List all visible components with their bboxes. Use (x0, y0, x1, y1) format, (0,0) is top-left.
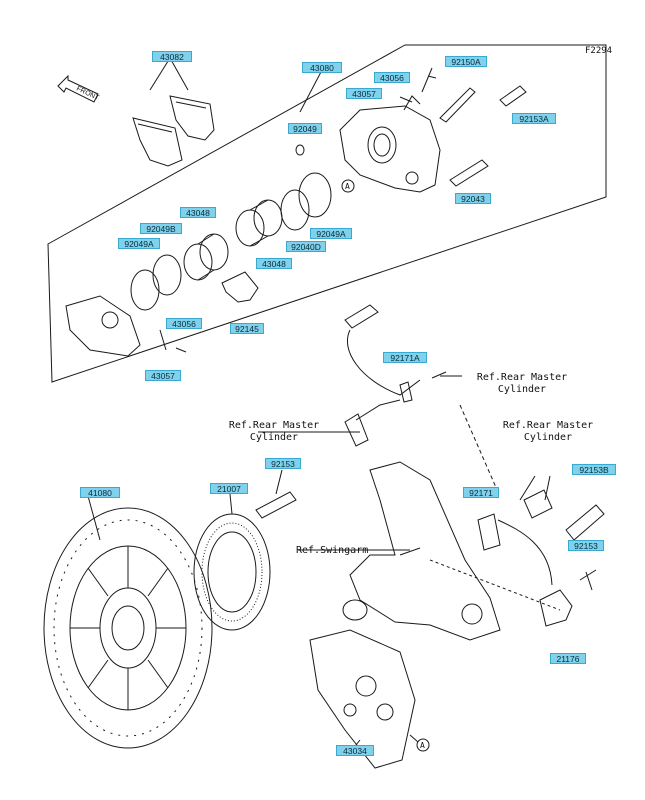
bolt-92153-disc (255, 491, 297, 519)
part-tag-43082[interactable]: 43082 (152, 51, 192, 62)
part-tag-92040d[interactable]: 92040D (286, 241, 326, 252)
part-tag-92043[interactable]: 92043 (455, 193, 491, 204)
brake-pad-front (169, 95, 215, 141)
bracket-92171a (399, 381, 413, 403)
ref-line-1: Ref.Rear Master (502, 420, 594, 431)
pad-spring (221, 271, 259, 303)
ref-line-1: Ref.Rear Master (228, 420, 320, 431)
part-tag-92153-a[interactable]: 92153 (265, 458, 301, 469)
ref-rear-master-cylinder-1: Ref.Rear Master Cylinder (462, 372, 582, 396)
bolt-92043 (449, 159, 489, 187)
bracket-92171 (477, 513, 501, 551)
ref-line-2: Cylinder (249, 432, 299, 443)
abs-sensor (344, 304, 379, 329)
seal-92040d (280, 189, 310, 231)
part-tag-43048-b[interactable]: 43048 (256, 258, 292, 269)
part-tag-21176[interactable]: 21176 (550, 653, 586, 664)
clamp (523, 489, 553, 519)
piston-upper (235, 199, 283, 247)
bolt-92153a (499, 85, 527, 107)
caliper-body-lower (65, 295, 141, 357)
part-tag-43048-a[interactable]: 43048 (180, 207, 216, 218)
ref-rear-master-cylinder-3: Ref.Rear Master Cylinder (488, 420, 608, 444)
part-tag-92049b[interactable]: 92049B (140, 223, 182, 234)
part-tag-92153a[interactable]: 92153A (512, 113, 556, 124)
part-tag-92049[interactable]: 92049 (288, 123, 322, 134)
part-tag-92049a-lower[interactable]: 92049A (118, 238, 160, 249)
seal-92049a-upper (298, 172, 332, 218)
ref-line-2: Cylinder (497, 384, 547, 395)
abs-rotor (193, 513, 271, 631)
part-tag-92153b[interactable]: 92153B (572, 464, 616, 475)
ref-line-1: Ref.Rear Master (476, 372, 568, 383)
sensor-21176 (539, 589, 573, 627)
seal-92049b (152, 254, 182, 296)
front-arrow-icon: FRONT (57, 74, 101, 103)
caliper-bracket (309, 629, 416, 769)
piston-lower (183, 233, 229, 281)
part-tag-92150a[interactable]: 92150A (445, 56, 487, 67)
part-tag-92171[interactable]: 92171 (463, 487, 499, 498)
part-tag-92049a-upper[interactable]: 92049A (310, 228, 352, 239)
callout-a-upper (341, 179, 355, 193)
caliper-body-upper (339, 95, 441, 193)
part-tag-43034[interactable]: 43034 (336, 745, 374, 756)
part-tag-92145[interactable]: 92145 (230, 323, 264, 334)
part-tag-43056-b[interactable]: 43056 (166, 318, 202, 329)
part-tag-21007[interactable]: 21007 (210, 483, 248, 494)
ref-swingarm: Ref.Swingarm (296, 545, 369, 556)
part-tag-43057-a[interactable]: 43057 (346, 88, 382, 99)
brake-pad-rear (132, 117, 183, 167)
bolt-92153b (565, 504, 605, 541)
ref-rear-master-cylinder-2: Ref.Rear Master Cylinder (214, 420, 334, 444)
seal-92049 (295, 144, 305, 156)
hose-fitting (344, 413, 369, 447)
part-tag-43080[interactable]: 43080 (302, 62, 342, 73)
brake-disc (43, 507, 213, 749)
part-tag-41080[interactable]: 41080 (80, 487, 120, 498)
figure-id: F2294 (585, 46, 613, 56)
callout-a-upper-label: A (345, 182, 350, 191)
bolt-92153c (579, 569, 597, 591)
caliper-assembly-frame (47, 44, 607, 383)
pin-bolt (439, 87, 476, 123)
part-tag-43057-b[interactable]: 43057 (145, 370, 181, 381)
part-tag-43056-a[interactable]: 43056 (374, 72, 410, 83)
callout-a-lower (416, 738, 430, 752)
ref-line-2: Cylinder (523, 432, 573, 443)
part-tag-92171a[interactable]: 92171A (383, 352, 427, 363)
callout-a-lower-label: A (420, 741, 425, 750)
swingarm (342, 461, 501, 641)
part-tag-92153-b[interactable]: 92153 (568, 540, 604, 551)
seal-92049a-lower (130, 269, 160, 311)
